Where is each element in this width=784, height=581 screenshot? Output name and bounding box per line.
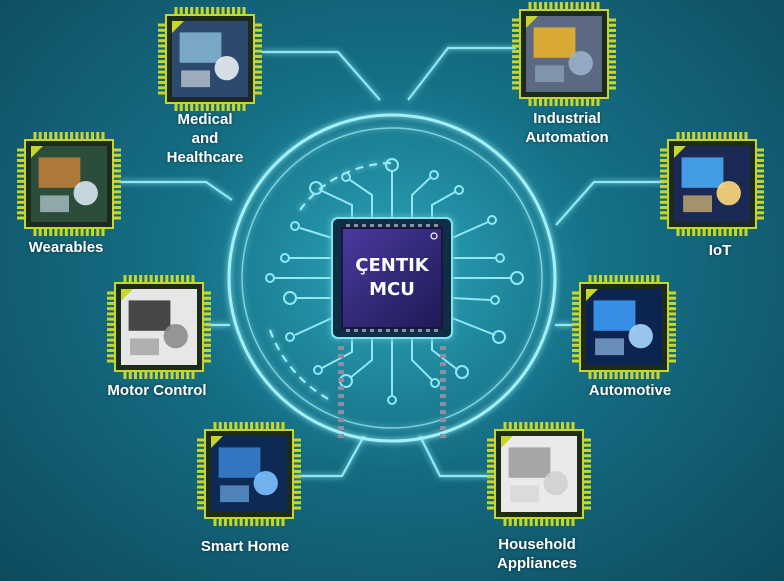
smartwatch-icon (31, 146, 107, 222)
inner-ring (241, 127, 543, 429)
label-household: Household Appliances (496, 536, 578, 572)
label-medical: Medical and Healthcare (166, 111, 244, 166)
connector-industrial (407, 46, 516, 101)
medical-monitor-icon (172, 21, 248, 97)
outer-rings (227, 113, 557, 443)
connector-wearables (120, 180, 233, 201)
center-chip-label: ÇENTIK MCU (355, 255, 429, 300)
circuit-traces (265, 158, 524, 405)
chip-automotive (572, 275, 676, 379)
label-wearables: Wearables (28, 239, 104, 256)
label-iot: IoT (708, 242, 732, 259)
car-touch-icon (586, 289, 662, 365)
robot-arm-icon (526, 16, 602, 92)
connector-iot (555, 180, 664, 226)
label-smarthome: Smart Home (200, 538, 290, 555)
chip-wearables (17, 132, 121, 236)
chip-industrial (512, 2, 616, 106)
center-chip (331, 217, 453, 438)
connector-smarthome (294, 435, 365, 478)
connector-household (419, 435, 496, 478)
smart-city-icon (674, 146, 750, 222)
chip-smarthome (197, 422, 301, 526)
outer-ring (227, 113, 557, 443)
connector-medical (262, 50, 381, 101)
chip-medical (158, 7, 262, 111)
appliances-icon (501, 436, 577, 512)
label-motor: Motor Control (107, 382, 207, 399)
chip-motor (107, 275, 211, 379)
smart-house-icon (211, 436, 287, 512)
electric-motor-icon (121, 289, 197, 365)
connector-lines (120, 46, 664, 478)
chip-iot (660, 132, 764, 236)
chip-household (487, 422, 591, 526)
dashed-arc-bottom (269, 329, 331, 401)
label-automotive: Automotive (588, 382, 672, 399)
label-industrial: Industrial Automation (525, 110, 609, 146)
